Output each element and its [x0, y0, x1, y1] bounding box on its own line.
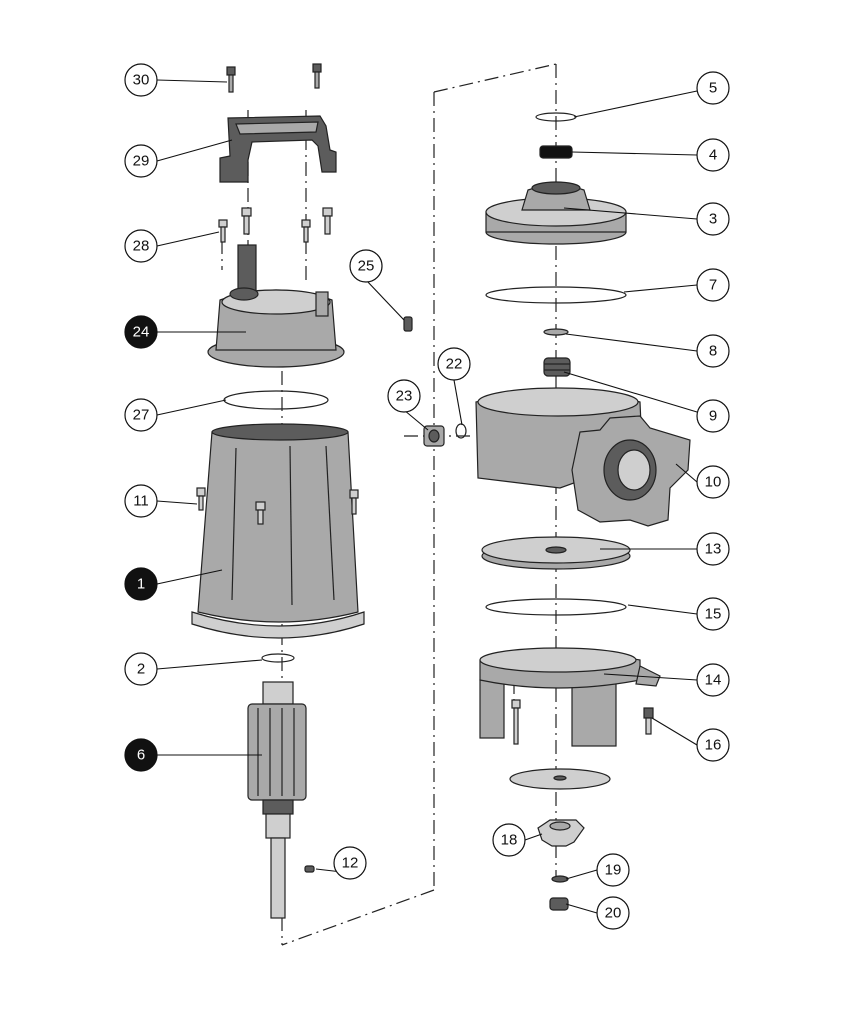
callout-4: 4: [696, 138, 730, 172]
callout-11: 11: [124, 484, 158, 518]
part-27-o-ring: [223, 390, 329, 410]
part-10-pump-casing: [475, 387, 691, 527]
callout-10: 10: [696, 465, 730, 499]
part-15-o-ring: [485, 598, 627, 616]
part-28-screws: [218, 207, 333, 243]
leader-lines: [156, 79, 698, 914]
callout-5: 5: [696, 71, 730, 105]
part-20-nut: [549, 897, 569, 911]
callout-27: 27: [124, 398, 158, 432]
callout-14-label: 14: [705, 672, 722, 689]
callout-15-label: 15: [705, 606, 722, 623]
callout-19: 19: [596, 853, 630, 887]
callout-19-label: 19: [605, 862, 622, 879]
part-1-stator-housing: [191, 423, 365, 639]
part-24-motor-cover: [207, 244, 345, 368]
part-2-o-ring: [261, 653, 295, 663]
callout-18-label: 18: [501, 832, 518, 849]
part-19-washer: [551, 875, 569, 883]
callout-30-label: 30: [133, 72, 150, 89]
callout-25: 25: [349, 249, 383, 283]
callout-12: 12: [333, 846, 367, 880]
impeller-base-plate: [509, 768, 611, 790]
callout-23: 23: [387, 379, 421, 413]
callout-8: 8: [696, 334, 730, 368]
callout-9: 9: [696, 399, 730, 433]
callout-3-label: 3: [709, 211, 717, 228]
part-4-bearing: [539, 145, 573, 159]
callout-28-label: 28: [133, 238, 150, 255]
part-12-key: [304, 865, 315, 873]
callout-28: 28: [124, 229, 158, 263]
callout-2: 2: [124, 652, 158, 686]
callout-4-label: 4: [709, 147, 717, 164]
part-22-seal: [455, 423, 467, 439]
callout-20-label: 20: [605, 905, 622, 922]
callout-1-label: 1: [137, 576, 145, 593]
callout-25-label: 25: [358, 258, 375, 275]
callout-16: 16: [696, 728, 730, 762]
callout-1: 1: [124, 567, 158, 601]
callout-7-label: 7: [709, 277, 717, 294]
callout-6: 6: [124, 738, 158, 772]
callout-29: 29: [124, 144, 158, 178]
callout-29-label: 29: [133, 153, 150, 170]
part-18-impeller: [537, 819, 585, 847]
callout-12-label: 12: [342, 855, 359, 872]
callout-18: 18: [492, 823, 526, 857]
callout-7: 7: [696, 268, 730, 302]
part-30-screws: [226, 63, 322, 93]
callout-8-label: 8: [709, 343, 717, 360]
callout-16-label: 16: [705, 737, 722, 754]
callout-24: 24: [124, 315, 158, 349]
callout-15: 15: [696, 597, 730, 631]
part-6-rotor-shaft: [247, 681, 307, 919]
part-23-plug: [423, 425, 445, 447]
part-3-flange: [485, 181, 627, 245]
callout-24-label: 24: [133, 324, 150, 341]
callout-30: 30: [124, 63, 158, 97]
callout-20: 20: [596, 896, 630, 930]
callout-27-label: 27: [133, 407, 150, 424]
callout-22-label: 22: [446, 356, 463, 373]
callout-23-label: 23: [396, 388, 413, 405]
part-14-suction-cover: [479, 647, 661, 747]
part-11-screws: [196, 487, 359, 525]
callout-2-label: 2: [137, 661, 145, 678]
callout-9-label: 9: [709, 408, 717, 425]
part-8-washer: [543, 328, 569, 336]
part-29-handle: [219, 115, 337, 183]
callout-3: 3: [696, 202, 730, 236]
part-13-plate: [481, 536, 631, 570]
part-7-o-ring: [485, 286, 627, 304]
part-9-mechanical-seal: [543, 357, 571, 377]
callout-6-label: 6: [137, 747, 145, 764]
callout-13: 13: [696, 532, 730, 566]
callout-10-label: 10: [705, 474, 722, 491]
callout-5-label: 5: [709, 80, 717, 97]
callout-22: 22: [437, 347, 471, 381]
callout-14: 14: [696, 663, 730, 697]
part-16-screw: [643, 707, 654, 735]
callout-13-label: 13: [705, 541, 722, 558]
callout-11-label: 11: [133, 493, 149, 510]
part-25-pin: [403, 316, 413, 332]
